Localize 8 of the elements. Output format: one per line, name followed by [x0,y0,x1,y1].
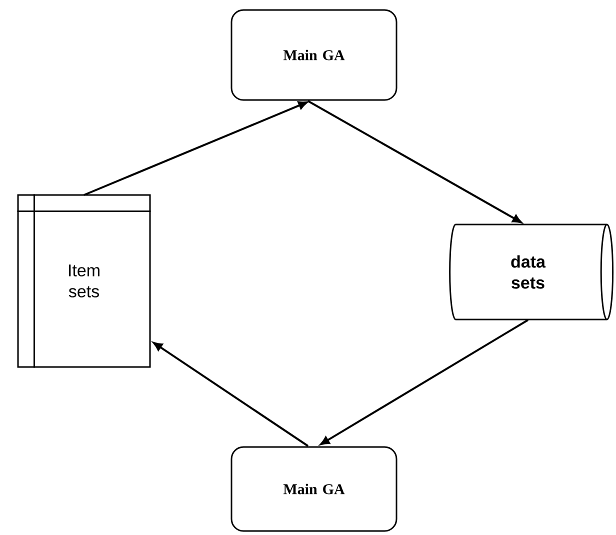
arrow [308,100,522,224]
arrow [320,319,529,446]
rounded-box: Main GA [230,446,398,532]
rounded-box: Main GA [230,9,398,101]
arrow [84,101,308,196]
storage-box: Item sets [17,194,151,368]
arrow [153,342,309,447]
cylinder: data sets [449,224,614,320]
